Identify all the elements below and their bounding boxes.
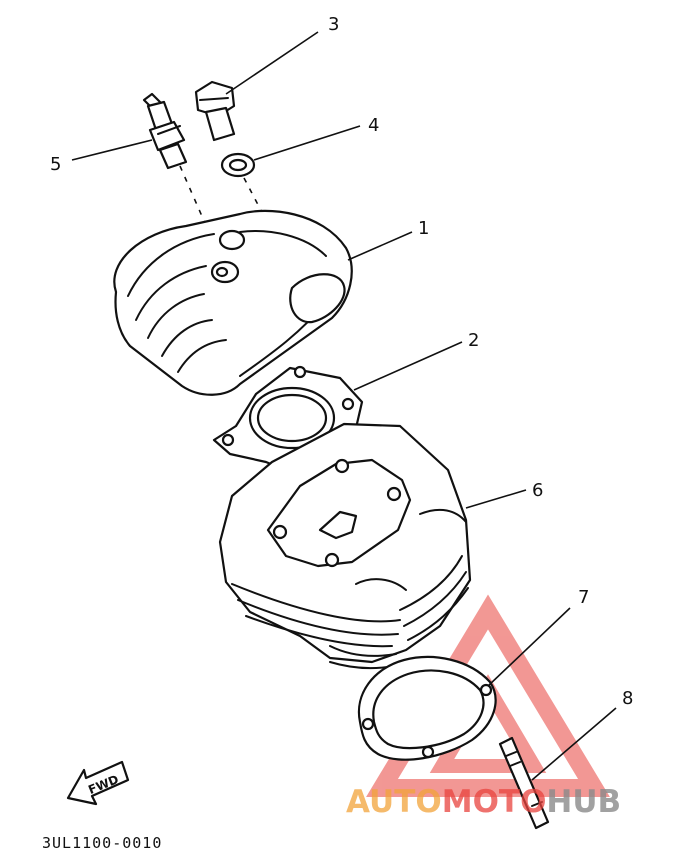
watermark-text: AUTOMOTOHUB [346,784,621,820]
callout-8: 8 [622,688,633,709]
diagram-code: 3UL1100-0010 [42,834,162,852]
fwd-arrow: FWD [66,760,130,806]
stud [498,736,550,830]
callout-7: 7 [578,587,589,608]
callout-1: 1 [418,218,429,239]
callout-5: 5 [50,154,61,175]
base-gasket [357,655,497,761]
watermark-part-hub: HUB [546,784,621,820]
bolt-alignment-line [243,177,289,263]
cylinder [218,422,472,670]
spark-plug [142,92,188,170]
callout-2: 2 [468,330,479,351]
callout-3: 3 [328,14,339,35]
callout-4: 4 [368,115,379,136]
watermark-part-auto: AUTO [346,784,442,820]
cylinder-head [113,209,353,396]
bolt [194,80,236,142]
svg-text:AUTOMOTOHUB: AUTOMOTOHUB [346,784,621,820]
washer [220,152,256,178]
callout-6: 6 [532,480,543,501]
leader-lines [71,31,617,781]
watermark-part-moto: MOTO [442,784,547,820]
